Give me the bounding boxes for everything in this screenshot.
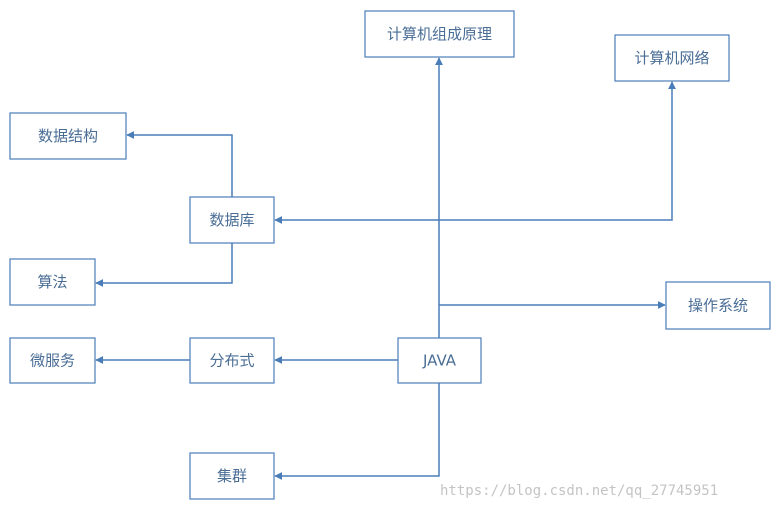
node-computer-organization: 计算机组成原理 bbox=[364, 10, 515, 58]
edge-java-to-computer-network bbox=[439, 81, 676, 221]
node-operating-system: 操作系统 bbox=[665, 281, 771, 330]
node-distributed: 分布式 bbox=[189, 337, 275, 384]
node-database-label: 数据库 bbox=[209, 211, 254, 229]
node-microservice-label: 微服务 bbox=[30, 352, 75, 370]
node-cluster: 集群 bbox=[189, 452, 275, 500]
node-distributed-label: 分布式 bbox=[209, 352, 254, 370]
node-java: JAVA bbox=[397, 337, 482, 384]
node-data-structure-label: 数据结构 bbox=[38, 127, 98, 145]
node-database: 数据库 bbox=[189, 196, 275, 244]
node-operating-system-label: 操作系统 bbox=[688, 297, 748, 315]
node-computer-network: 计算机网络 bbox=[614, 34, 730, 82]
node-computer-organization-label: 计算机组成原理 bbox=[387, 25, 492, 43]
edge-database-to-algorithm bbox=[95, 243, 233, 287]
node-data-structure: 数据结构 bbox=[9, 112, 127, 160]
edge-database-to-data-structure bbox=[126, 131, 233, 197]
node-algorithm: 算法 bbox=[9, 258, 96, 306]
node-microservice: 微服务 bbox=[9, 337, 96, 384]
edges bbox=[95, 57, 676, 480]
node-java-label: JAVA bbox=[422, 352, 457, 370]
node-computer-network-label: 计算机网络 bbox=[634, 49, 709, 67]
edge-java-to-cluster bbox=[274, 383, 440, 480]
watermark-url: https://blog.csdn.net/qq_27745951 bbox=[440, 483, 718, 499]
node-algorithm-label: 算法 bbox=[37, 273, 67, 291]
node-cluster-label: 集群 bbox=[217, 467, 247, 485]
